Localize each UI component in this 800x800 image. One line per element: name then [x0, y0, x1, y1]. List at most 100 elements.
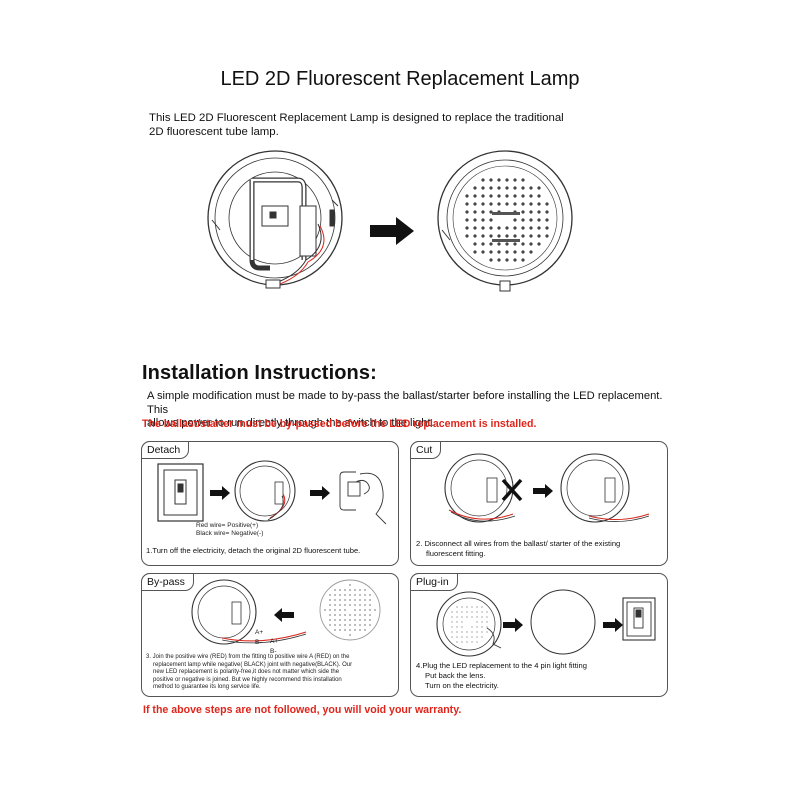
label-a-plus-1: A+ — [255, 629, 264, 636]
led-dot — [489, 226, 493, 230]
led-dot — [364, 604, 366, 606]
led-dot — [513, 218, 517, 222]
led-dot — [545, 210, 549, 214]
led-dot — [344, 594, 346, 596]
led-dot — [461, 606, 463, 608]
led-dot — [461, 641, 463, 643]
led-lamp-small-drawing — [319, 579, 381, 641]
led-dot — [513, 250, 517, 254]
led-dot — [489, 194, 493, 198]
led-dot — [505, 234, 509, 238]
led-dot — [497, 258, 501, 262]
led-dot — [521, 242, 525, 246]
led-dot — [473, 194, 477, 198]
led-dot — [369, 604, 371, 606]
led-dot — [465, 234, 469, 238]
led-dot — [529, 226, 533, 230]
led-dot — [456, 606, 458, 608]
led-dot — [349, 589, 351, 591]
led-dot — [521, 250, 525, 254]
fitting-open-drawing — [234, 460, 296, 522]
led-dot — [329, 619, 331, 621]
led-dot — [334, 629, 336, 631]
led-dot — [497, 226, 501, 230]
led-dot — [364, 594, 366, 596]
led-dot — [489, 178, 493, 182]
led-dot — [364, 599, 366, 601]
led-dot — [473, 226, 477, 230]
led-dot — [456, 641, 458, 643]
led-dot — [344, 609, 346, 611]
led-dot — [489, 258, 493, 262]
led-dot — [521, 234, 525, 238]
tab-plugin: Plug-in — [410, 573, 458, 591]
led-dot — [481, 186, 485, 190]
label-a-plus-2: A+ — [270, 638, 279, 645]
fitting-wiring-drawing — [191, 579, 307, 645]
led-dot — [354, 614, 356, 616]
led-dot — [529, 242, 533, 246]
led-dot — [489, 234, 493, 238]
led-dot — [471, 631, 473, 633]
led-dot — [471, 606, 473, 608]
led-dot — [481, 234, 485, 238]
led-dot — [471, 636, 473, 638]
led-dot — [451, 611, 453, 613]
led-dot — [344, 629, 346, 631]
led-dot — [461, 626, 463, 628]
led-dot — [349, 614, 351, 616]
led-dot — [344, 589, 346, 591]
led-dot — [339, 624, 341, 626]
led-dot — [486, 611, 488, 613]
led-dot — [349, 604, 351, 606]
led-dot — [537, 194, 541, 198]
lens-drawing — [530, 589, 596, 655]
led-dot — [521, 210, 525, 214]
led-dot — [329, 614, 331, 616]
led-dot — [489, 242, 493, 246]
led-dot — [505, 202, 509, 206]
led-dot — [339, 604, 341, 606]
led-dot — [481, 242, 485, 246]
led-dot — [476, 641, 478, 643]
led-dot — [505, 258, 509, 262]
led-dot — [354, 624, 356, 626]
cut-cross-icon — [501, 478, 523, 502]
wall-switch-icon — [157, 463, 204, 522]
arrow-right-icon — [503, 618, 523, 632]
led-dot — [451, 631, 453, 633]
led-dot — [364, 624, 366, 626]
led-dot — [481, 606, 483, 608]
led-dot — [329, 624, 331, 626]
led-dot — [359, 599, 361, 601]
led-dot — [334, 599, 336, 601]
led-dot — [359, 589, 361, 591]
tab-detach: Detach — [141, 441, 190, 459]
led-dot — [521, 194, 525, 198]
old-fitting-drawing — [207, 150, 343, 289]
led-dot — [461, 631, 463, 633]
label-b-minus-1: B- — [255, 639, 262, 646]
led-dot — [505, 250, 509, 254]
led-dot — [481, 210, 485, 214]
installation-line-2: allows power to run directly through the… — [147, 417, 434, 429]
led-dot — [329, 594, 331, 596]
led-dot — [481, 218, 485, 222]
led-dot — [334, 624, 336, 626]
led-dot — [465, 210, 469, 214]
led-dot — [324, 609, 326, 611]
led-dot — [369, 599, 371, 601]
led-dot — [497, 202, 501, 206]
arrow-right-icon — [533, 484, 553, 498]
led-dot — [471, 626, 473, 628]
led-dot — [537, 242, 541, 246]
led-dot — [481, 621, 483, 623]
led-dot — [364, 589, 366, 591]
hand-icon — [339, 471, 387, 525]
led-dot — [339, 629, 341, 631]
led-dot — [354, 619, 356, 621]
led-dot — [334, 614, 336, 616]
led-dot — [349, 594, 351, 596]
led-dot — [344, 604, 346, 606]
led-dot — [497, 234, 501, 238]
